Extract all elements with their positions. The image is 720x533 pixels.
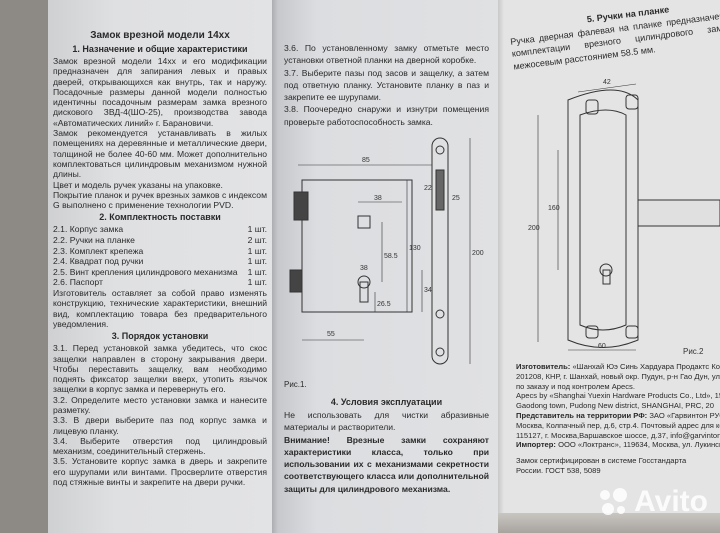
screw-hole	[435, 145, 445, 155]
dim-label: 200	[472, 250, 484, 257]
step: 3.7. Выберите пазы под засов и защелку, …	[284, 67, 489, 103]
dim-label: 130	[409, 245, 421, 252]
document-title: Замок врезной модели 14хх	[90, 30, 230, 41]
importer-text: ООО «Локтранс», 119634, Москва, ул. Луки…	[558, 440, 720, 450]
supply-item: 2.3. Комплект крепежа 1 шт.	[53, 246, 267, 257]
dim-label: 38	[360, 265, 368, 272]
screw-hole	[435, 309, 445, 319]
dim-label: 85	[362, 157, 370, 164]
representative-label: Представитель на территории РФ:	[516, 410, 648, 420]
step: 3.8. Поочередно снаружи и изнутри помеще…	[284, 104, 489, 127]
item-name: 2.4. Квадрат под ручки	[53, 256, 144, 267]
section-2-heading: 2. Комплектность поставки	[99, 212, 221, 223]
item-qty: 1 шт.	[247, 224, 267, 235]
avito-wordmark: Avito	[634, 485, 708, 518]
s1-paragraph: Замок рекомендуется устанавливать в жилы…	[53, 128, 267, 180]
supply-item: 2.2. Ручки на планке 2 шт.	[53, 235, 267, 246]
dim-label: 25	[452, 195, 460, 202]
bolt	[293, 191, 309, 221]
avito-watermark: Avito	[600, 485, 708, 519]
s2-note: Изготовитель оставляет за собой право из…	[53, 288, 267, 329]
item-name: 2.2. Ручки на планке	[53, 235, 135, 246]
section-3-heading: 3. Порядок установки	[111, 331, 209, 342]
manufacturer-en: Apecs by «Shanghai Yuexin Hardware Produ…	[516, 391, 720, 411]
lock-body	[301, 179, 413, 313]
s1-paragraph: Цвет и модель ручек указаны на упаковке.	[53, 179, 223, 190]
table-surface	[498, 513, 720, 533]
s3-step: 3.2. Определите место установки замка и …	[53, 394, 267, 415]
cylinder-hole	[357, 275, 371, 289]
left-page: Замок врезной модели 14хх 1. Назначение …	[48, 0, 272, 533]
handle-diagram: 42 200 160 60 Рис.2	[528, 79, 720, 356]
dim-label: 60	[598, 343, 606, 350]
spindle-square	[357, 215, 371, 229]
dim-label: 34	[424, 287, 432, 294]
dim-label: 160	[548, 205, 560, 212]
step: 3.6. По установленному замку отметьте ме…	[284, 43, 489, 66]
s4-warning: Внимание! Врезные замки сохраняют характ…	[284, 434, 489, 494]
figure-2-caption: Рис.2	[683, 347, 704, 356]
dim-label: 58.5	[384, 253, 398, 260]
supply-item: 2.6. Паспорт 1 шт.	[53, 277, 267, 288]
item-name: 2.1. Корпус замка	[53, 224, 124, 235]
s1-paragraph: Покрытие планок и ручек врезных замков с…	[53, 189, 267, 211]
item-name: 2.6. Паспорт	[53, 277, 103, 288]
s4-text: Не использовать для чистки абразивные ма…	[284, 410, 489, 433]
supply-item: 2.1. Корпус замка 1 шт.	[53, 224, 267, 235]
avito-logo-icon	[600, 488, 628, 516]
s3-step: 3.3. В двери выберите паз под корпус зам…	[53, 415, 267, 436]
right-page: 5. Ручки на планке Ручка дверная фалевая…	[498, 0, 720, 533]
certification-text: Замок сертифицирован в системе Госстанда…	[516, 456, 687, 475]
handle-lever	[637, 199, 720, 227]
dim-label: 55	[327, 331, 335, 338]
screw-hole	[435, 347, 445, 357]
s3-step: 3.5. Установите корпус замка в дверь и з…	[53, 456, 267, 488]
supply-list: 2.1. Корпус замка 1 шт. 2.2. Ручки на пла…	[53, 224, 267, 288]
item-qty: 1 шт.	[247, 245, 267, 256]
dim-label: 22	[424, 185, 432, 192]
manufacturer-text: «Шанхай Юэ Синь Хардуара Продактс Ко., Л…	[516, 362, 720, 391]
dim-label: 42	[603, 79, 611, 86]
latch	[289, 269, 303, 293]
faceplate	[431, 137, 449, 365]
s3-step: 3.4. Выберите отверстия под цилиндровый …	[53, 435, 267, 457]
item-name: 2.5. Винт крепления цилиндрового механиз…	[53, 266, 238, 277]
item-qty: 1 шт.	[247, 266, 267, 277]
item-name: 2.3. Комплект крепежа	[53, 245, 144, 256]
s1-paragraph: Замок врезной модели 14хх и его модифика…	[53, 56, 267, 128]
figure-1-caption: Рис.1.	[284, 380, 307, 389]
s3-step: 3.1. Перед установкой замка убедитесь, ч…	[53, 343, 267, 395]
supply-item: 2.5. Винт крепления цилиндрового механиз…	[53, 267, 267, 278]
dim-label: 38	[374, 195, 382, 202]
dim-label: 200	[528, 225, 540, 232]
section-1-heading: 1. Назначение и общие характеристики	[72, 44, 248, 54]
supply-item: 2.4. Квадрат под ручки 1 шт.	[53, 256, 267, 267]
handle-plate	[567, 89, 639, 348]
item-qty: 1 шт.	[247, 256, 267, 267]
item-qty: 2 шт.	[247, 235, 267, 246]
importer-label: Импортер:	[516, 440, 556, 450]
item-qty: 1 шт.	[247, 277, 267, 288]
manufacturer-label: Изготовитель:	[516, 362, 571, 371]
dim-label: 26.5	[377, 301, 391, 308]
representative-text: ЗАО «Гарвинтон РУС», 1 Москва, Колпачный…	[516, 410, 720, 440]
section-4-heading: 4. Условия эксплуатации	[330, 397, 443, 407]
lock-diagram: 85 38 22 25 58.5 130 200 38 34 26.5 55	[289, 137, 484, 365]
middle-page: 3.6. По установленному замку отметьте ме…	[272, 0, 498, 533]
